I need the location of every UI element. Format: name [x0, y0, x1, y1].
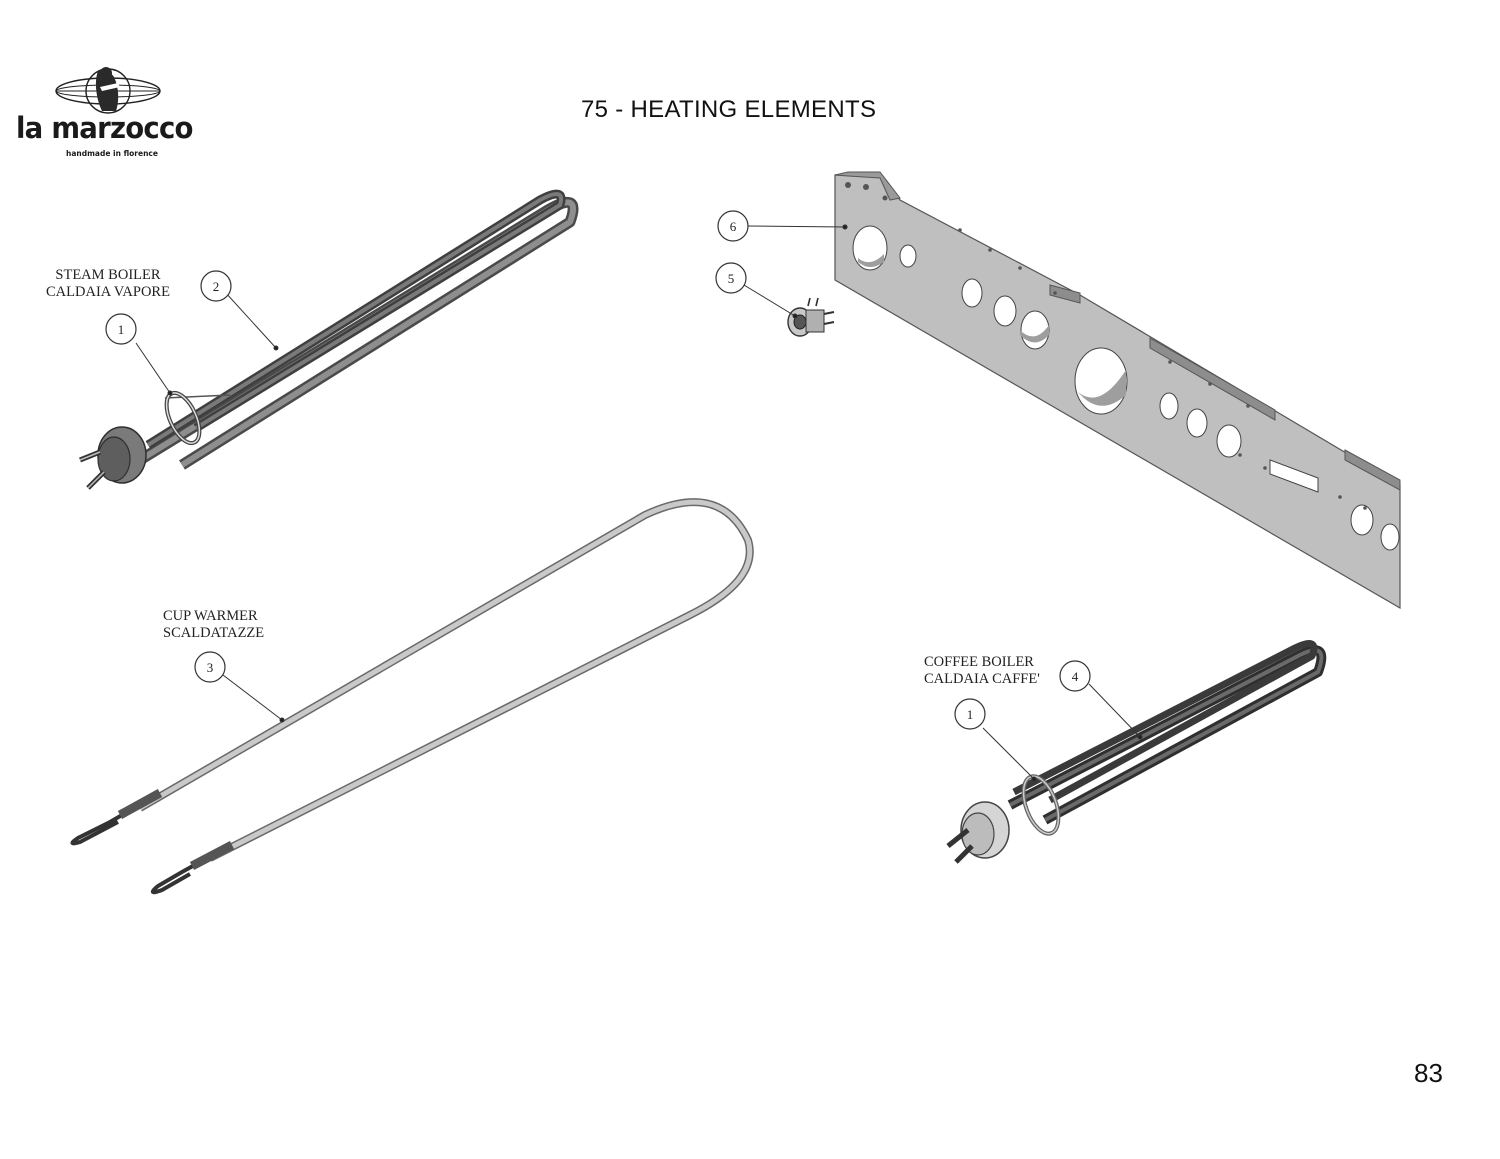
thermostat-part-5 — [787, 297, 835, 337]
steam-boiler-label-it: CALDAIA VAPORE — [46, 284, 170, 300]
steam-boiler-element-part-2 — [79, 189, 579, 490]
callout-3: 3 — [194, 651, 226, 683]
callout-1-coffee: 1 — [954, 698, 986, 730]
cup-warmer-label: CUP WARMER SCALDATAZZE — [163, 608, 264, 642]
coffee-boiler-label-en: COFFEE BOILER — [924, 654, 1034, 670]
cup-warmer-label-en: CUP WARMER — [163, 608, 258, 624]
callout-4: 4 — [1059, 660, 1091, 692]
cup-warmer-element-part-3 — [70, 498, 754, 895]
brand-name: la marzocco — [16, 111, 193, 145]
steam-boiler-label: STEAM BOILER CALDAIA VAPORE — [46, 267, 170, 301]
page-title: 75 - HEATING ELEMENTS — [581, 96, 877, 123]
cup-warmer-label-it: SCALDATAZZE — [163, 625, 265, 641]
svg-text:6: 6 — [730, 219, 737, 234]
svg-text:1: 1 — [118, 322, 125, 337]
svg-text:2: 2 — [213, 279, 220, 294]
coffee-boiler-element-part-4 — [946, 640, 1327, 864]
coffee-boiler-label: COFFEE BOILER CALDAIA CAFFE' — [924, 654, 1040, 688]
svg-text:1: 1 — [967, 707, 974, 722]
callout-leaders — [135, 224, 1143, 782]
steam-boiler-label-en: STEAM BOILER — [55, 267, 161, 283]
svg-text:4: 4 — [1072, 669, 1079, 684]
page-number: 83 — [1414, 1058, 1443, 1088]
callout-5: 5 — [715, 262, 747, 294]
mounting-plate-part-6 — [834, 171, 1401, 610]
brand-tagline: handmade in florence — [66, 149, 158, 158]
svg-text:5: 5 — [728, 271, 735, 286]
callout-6: 6 — [717, 210, 749, 242]
callout-2: 2 — [200, 270, 232, 302]
svg-text:3: 3 — [207, 660, 214, 675]
coffee-boiler-label-it: CALDAIA CAFFE' — [924, 671, 1040, 687]
callout-1-steam: 1 — [105, 313, 137, 345]
